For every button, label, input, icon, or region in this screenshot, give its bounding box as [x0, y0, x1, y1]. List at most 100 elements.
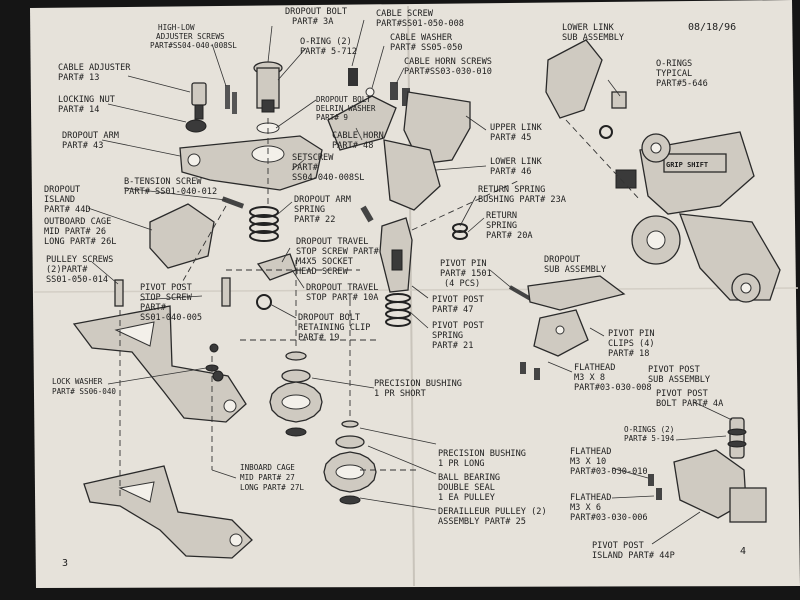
- label-dropout-bolt-washer: DROPOUT BOLT DELRIN WASHER PART# 9: [316, 95, 376, 122]
- top-pulley-part: [269, 351, 323, 437]
- flathead-screws-part: [520, 362, 662, 500]
- label-pivot-post-spring: PIVOT POST SPRING PART# 21: [432, 321, 484, 351]
- label-cable-screw: CABLE SCREW PART#SS01-050-008: [376, 9, 464, 29]
- label-line: O-RINGS: [656, 59, 692, 69]
- retaining-clip-part: [256, 294, 272, 310]
- label-line: SS04-040-008SL: [292, 173, 364, 183]
- high-low-screws-part: [225, 85, 237, 114]
- label-line: PART# SS05-050: [390, 43, 462, 53]
- label-line: SPRING: [432, 331, 463, 341]
- label-line: PART# 3A: [292, 17, 334, 27]
- label-dropout-island: DROPOUT ISLAND PART# 44D: [44, 185, 91, 215]
- label-line: RETURN SPRING: [478, 185, 545, 195]
- label-line: PART#03-030-010: [570, 467, 648, 477]
- label-line: CLIPS (4): [608, 339, 655, 349]
- label-line: DROPOUT BOLT: [316, 95, 371, 104]
- label-line: RETAINING CLIP: [298, 323, 370, 333]
- cable-horn-part: [327, 95, 397, 151]
- dropout-island-part: [149, 203, 215, 269]
- label-line: BALL BEARING: [438, 473, 500, 483]
- label-flathead-8: FLATHEAD M3 X 8 PART#03-030-008: [574, 363, 652, 393]
- leader-lines: [87, 19, 733, 545]
- label-dropout-travel-screw: DROPOUT TRAVEL STOP SCREW PART# M4X5 SOC…: [296, 237, 380, 277]
- label-line: DROPOUT TRAVEL: [296, 237, 368, 247]
- lower-link-sub-assembly-part: [545, 39, 627, 139]
- date-text: 08/18/96: [688, 22, 736, 33]
- label-line: PART#SS04-040-008SL: [150, 41, 237, 50]
- upper-link-part: [403, 91, 471, 165]
- label-line: DROPOUT: [44, 185, 80, 195]
- label-cable-horn-screws: CABLE HORN SCREWS PART#SS03-030-010: [404, 57, 492, 77]
- label-pivot-pin-clips: PIVOT PIN CLIPS (4) PART# 18: [608, 329, 655, 359]
- dropout-arm-part: [179, 135, 323, 191]
- label-line: SPRING: [486, 221, 517, 231]
- bottom-pulley-part: [323, 420, 377, 505]
- pivot-post-sub-assembly-part: [673, 417, 767, 523]
- label-precision-long: PRECISION BUSHING 1 PR LONG: [438, 449, 526, 469]
- label-line: STOP SCREW PART#: [296, 247, 380, 257]
- label-line: PART# SS06-040: [52, 387, 116, 396]
- label-line: SETSCREW: [292, 153, 334, 163]
- label-line: PART#SS03-030-010: [404, 67, 492, 77]
- label-line: SUB ASSEMBLY: [562, 33, 625, 43]
- lower-link-part: [383, 139, 441, 211]
- cable-screw-part: [348, 68, 410, 106]
- label-lock-washer: LOCK WASHER PART# SS06-040: [52, 377, 116, 396]
- label-line: PIVOT POST: [432, 295, 484, 305]
- label-line: PART# 21: [432, 341, 473, 351]
- label-line: RETURN: [486, 211, 517, 221]
- label-date: 08/18/96: [688, 22, 736, 33]
- label-b-tension: B-TENSION SCREW PART# SS01-040-012: [124, 177, 217, 197]
- label-line: (4 PCS): [444, 279, 480, 289]
- label-precision-short: PRECISION BUSHING 1 PR SHORT: [374, 379, 462, 399]
- label-line: PART# 13: [58, 73, 99, 83]
- label-line: PART# 5-712: [300, 47, 357, 57]
- inboard-cage-part: [83, 465, 253, 559]
- label-pulley-screws: PULLEY SCREWS (2)PART# SS01-050-014: [46, 255, 113, 285]
- label-line: INBOARD CAGE: [240, 463, 295, 472]
- label-line: PIVOT POST: [592, 541, 644, 551]
- dropout-sub-assembly-part: [527, 275, 626, 357]
- label-pivot-post-bolt: PIVOT POST BOLT PART# 4A: [656, 389, 724, 409]
- label-inboard-cage: INBOARD CAGE MID PART# 27 LONG PART# 27L: [240, 463, 304, 492]
- label-cable-horn: CABLE HORN PART# 48: [332, 131, 384, 151]
- pivot-post-part: [379, 217, 413, 293]
- label-line: PIVOT POST: [432, 321, 484, 331]
- label-line: SUB ASSEMBLY: [648, 375, 711, 385]
- assembled-derailleur: GRIP SHIFT: [615, 131, 781, 303]
- label-line: PRECISION BUSHING: [438, 449, 526, 459]
- label-line: MID PART# 26: [44, 227, 106, 237]
- label-line: SS01-050-014: [46, 275, 108, 285]
- label-return-spring-bushing: RETURN SPRING BUSHING PART# 23A: [478, 185, 567, 205]
- label-line: PART# 1501: [440, 269, 492, 279]
- label-line: DROPOUT TRAVEL: [306, 283, 378, 293]
- label-dropout-arm-spring: DROPOUT ARM SPRING PART# 22: [294, 195, 351, 225]
- label-pivot-post-stop: PIVOT POST STOP SCREW PART# SS01-040-005: [140, 283, 202, 323]
- label-lower-link-sub: LOWER LINK SUB ASSEMBLY: [562, 23, 625, 43]
- label-line: PART# 47: [432, 305, 473, 315]
- label-line: CABLE ADJUSTER: [58, 63, 131, 73]
- label-line: PRECISION BUSHING: [374, 379, 462, 389]
- label-cable-washer: CABLE WASHER PART# SS05-050: [390, 33, 462, 53]
- pivot-post-spring-part: [385, 293, 411, 327]
- label-line: 1 PR SHORT: [374, 389, 426, 399]
- label-line: LONG PART# 27L: [240, 483, 304, 492]
- b-tension-screw-part: [221, 196, 245, 209]
- paper-fold-horizontal: [33, 287, 799, 293]
- dropout-arm-spring-part: [249, 206, 279, 242]
- label-line: M4X5 SOCKET: [296, 257, 353, 267]
- derailleur-brand-text: GRIP SHIFT: [666, 161, 708, 169]
- label-line: PART# SS01-040-012: [124, 187, 217, 197]
- label-line: HEAD SCREW: [296, 267, 349, 277]
- label-lower-link: LOWER LINK PART# 46: [490, 157, 543, 177]
- label-line: LONG PART# 26L: [44, 237, 116, 247]
- label-pivot-post-47: PIVOT POST PART# 47: [432, 295, 484, 315]
- label-line: M3 X 10: [570, 457, 606, 467]
- label-line: CABLE SCREW: [376, 9, 434, 19]
- label-line: PIVOT PIN: [440, 259, 487, 269]
- label-flathead-6: FLATHEAD M3 X 6 PART#03-030-006: [570, 493, 648, 523]
- page-number-left: 3: [62, 558, 68, 569]
- label-line: DERAILLEUR PULLEY (2): [438, 507, 547, 517]
- label-flathead-10: FLATHEAD M3 X 10 PART#03-030-010: [570, 447, 648, 477]
